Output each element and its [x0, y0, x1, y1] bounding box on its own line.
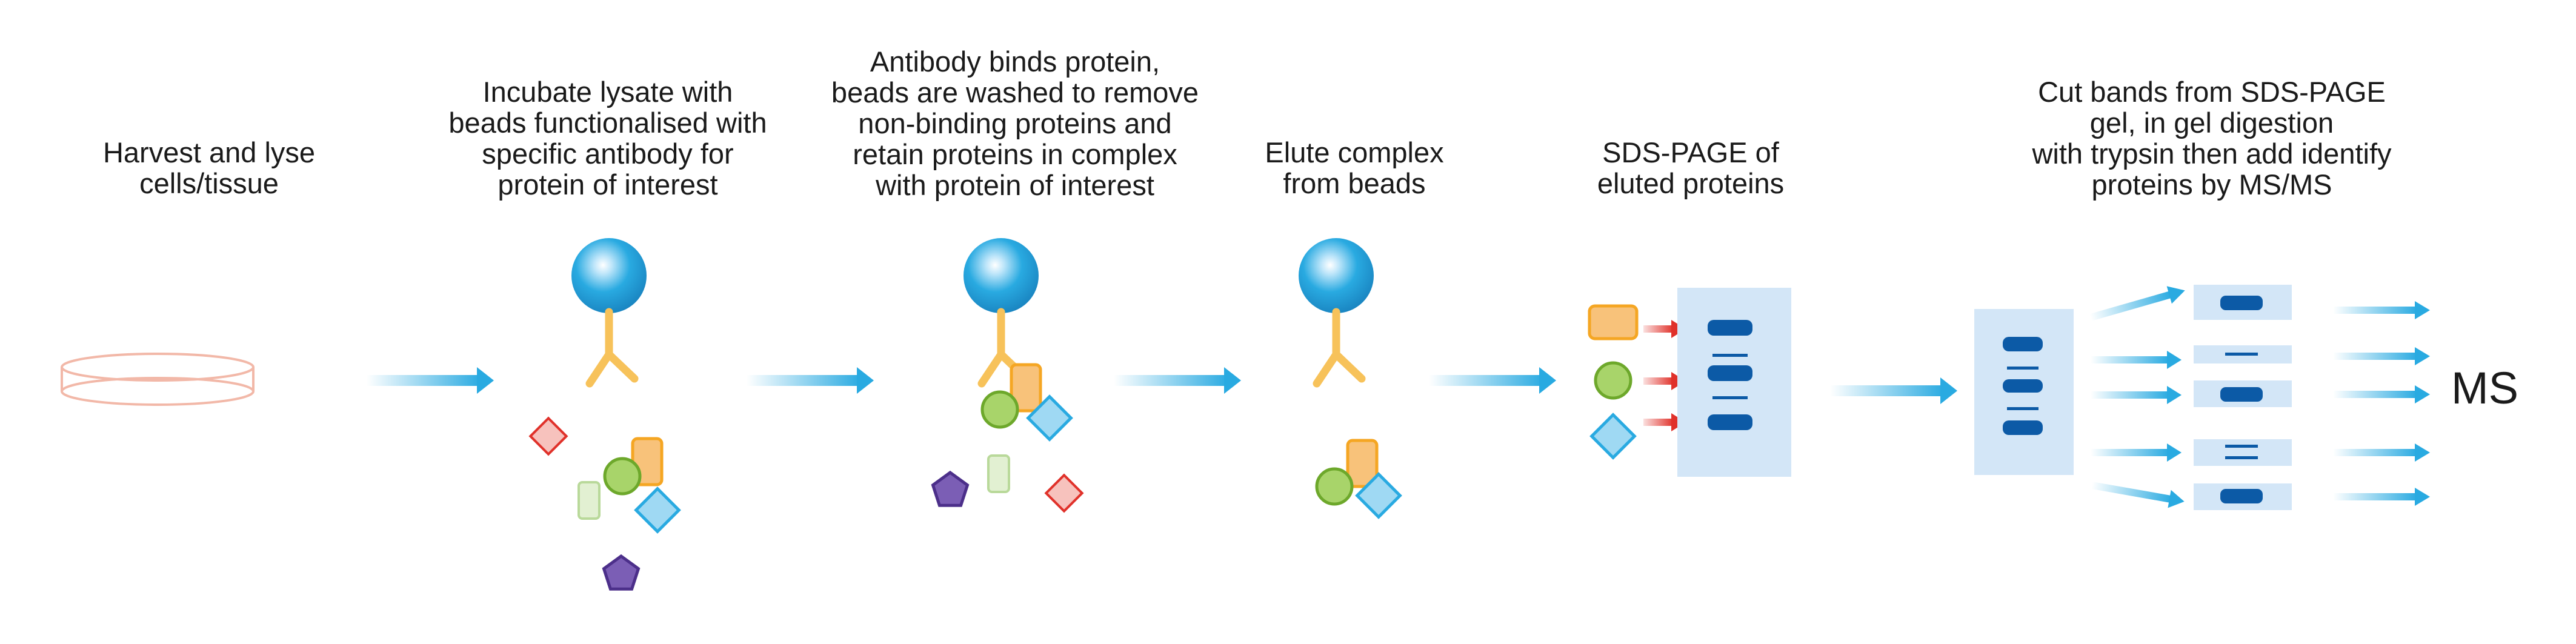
step-caption-harvest: Harvest and lyse cells/tissue — [103, 137, 315, 199]
gel-band — [2007, 407, 2039, 410]
ms-arrow-icon — [2333, 385, 2430, 403]
protein-pill-pale-icon — [577, 481, 601, 520]
fan-arrow-icon — [2091, 482, 2185, 508]
caption-line: protein of interest — [498, 168, 718, 201]
ms-arrow-icon — [2333, 347, 2430, 365]
caption-line: eluted proteins — [1597, 167, 1785, 199]
protein-circle-green-icon — [1317, 469, 1352, 504]
flow-arrow-icon — [1830, 377, 1957, 404]
gel-band — [1708, 365, 1752, 381]
caption-line: retain proteins in complex — [853, 138, 1177, 170]
ms-label: MS — [2451, 363, 2518, 413]
protein-pentagon-purple-icon — [604, 556, 639, 589]
loose-proteins — [529, 417, 679, 589]
caption-line: from beads — [1283, 167, 1426, 199]
flow-arrow-icon — [1429, 367, 1556, 394]
gel-piece — [2194, 380, 2292, 407]
bead-antibody-icon — [1299, 238, 1374, 383]
fan-arrow-icon — [2091, 443, 2182, 462]
caption-line: gel, in gel digestion — [2089, 107, 2334, 139]
step-caption-elute: Elute complex from beads — [1265, 137, 1443, 199]
fan-arrows — [2089, 286, 2185, 508]
step-caption-incubate: Incubate lysate with beads functionalise… — [448, 76, 767, 200]
gel-band — [1708, 320, 1752, 336]
step-caption-bind: Antibody binds protein, beads are washed… — [831, 46, 1199, 201]
protein-circle-green-icon — [982, 392, 1017, 427]
ms-arrows — [2333, 301, 2430, 506]
caption-line: with protein of interest — [876, 169, 1154, 201]
caption-line: Incubate lysate with — [482, 76, 733, 108]
step-caption-sds: SDS-PAGE of eluted proteins — [1597, 137, 1784, 199]
gel-band — [2003, 379, 2043, 393]
protein-diamond-blue-icon — [636, 489, 679, 532]
gel-band — [1708, 414, 1752, 430]
bound-complex — [982, 365, 1071, 439]
eluted-complex — [1317, 440, 1400, 517]
ms-arrow-icon — [2333, 301, 2430, 319]
gel-band — [1712, 354, 1748, 357]
gel-band — [2007, 367, 2039, 370]
cut-gel-pieces — [2194, 285, 2292, 510]
step-caption-cut: Cut bands from SDS-PAGE gel, in gel dige… — [2032, 76, 2391, 200]
protein-diamond-red-icon — [1045, 474, 1083, 513]
petri-dish-icon — [61, 353, 255, 406]
gel-piece — [2194, 285, 2292, 320]
protein-pill-pale-icon — [987, 454, 1010, 493]
flow-arrow-icon — [1114, 367, 1241, 394]
protein-circle-green-icon — [605, 459, 640, 494]
caption-line: Antibody binds protein, — [870, 45, 1160, 78]
fan-arrow-icon — [2091, 351, 2182, 369]
caption-line: beads functionalised with — [448, 107, 767, 139]
caption-line: beads are washed to remove — [831, 76, 1199, 108]
sds-gel — [1677, 288, 1791, 477]
ms-arrow-icon — [2333, 443, 2430, 462]
protein-pentagon-purple-icon — [933, 473, 968, 505]
protein-diamond-blue-icon — [1592, 415, 1635, 458]
caption-line: non-binding proteins and — [858, 107, 1172, 139]
gel-piece — [2194, 345, 2292, 363]
protein-circle-green-icon — [1596, 363, 1631, 398]
flow-arrow-icon — [747, 367, 874, 394]
flow-arrow-icon — [367, 367, 494, 394]
protein-legend — [1588, 304, 1639, 458]
gel-band — [2003, 337, 2043, 351]
gel-piece — [2194, 483, 2292, 510]
fan-arrow-icon — [2089, 286, 2185, 321]
bead-antibody-icon — [964, 238, 1039, 383]
digest-gel — [1974, 309, 2074, 475]
gel-band — [1712, 396, 1748, 399]
gel-piece — [2194, 439, 2292, 466]
gel-band — [2003, 420, 2043, 435]
unbound-proteins — [933, 454, 1083, 513]
caption-line: Cut bands from SDS-PAGE — [2038, 76, 2386, 108]
caption-line: proteins by MS/MS — [2091, 168, 2332, 201]
protein-rect-orange-icon — [1588, 304, 1639, 340]
caption-line: cells/tissue — [139, 167, 279, 199]
caption-line: Harvest and lyse — [102, 136, 316, 168]
caption-line: Elute complex — [1265, 136, 1444, 168]
ms-arrow-icon — [2333, 488, 2430, 506]
caption-line: with trypsin then add identify — [2032, 138, 2392, 170]
fan-arrow-icon — [2091, 386, 2182, 404]
caption-line: specific antibody for — [482, 138, 734, 170]
protein-diamond-red-icon — [529, 417, 568, 456]
caption-line: SDS-PAGE of — [1602, 136, 1779, 168]
bead-antibody-icon — [571, 238, 647, 383]
